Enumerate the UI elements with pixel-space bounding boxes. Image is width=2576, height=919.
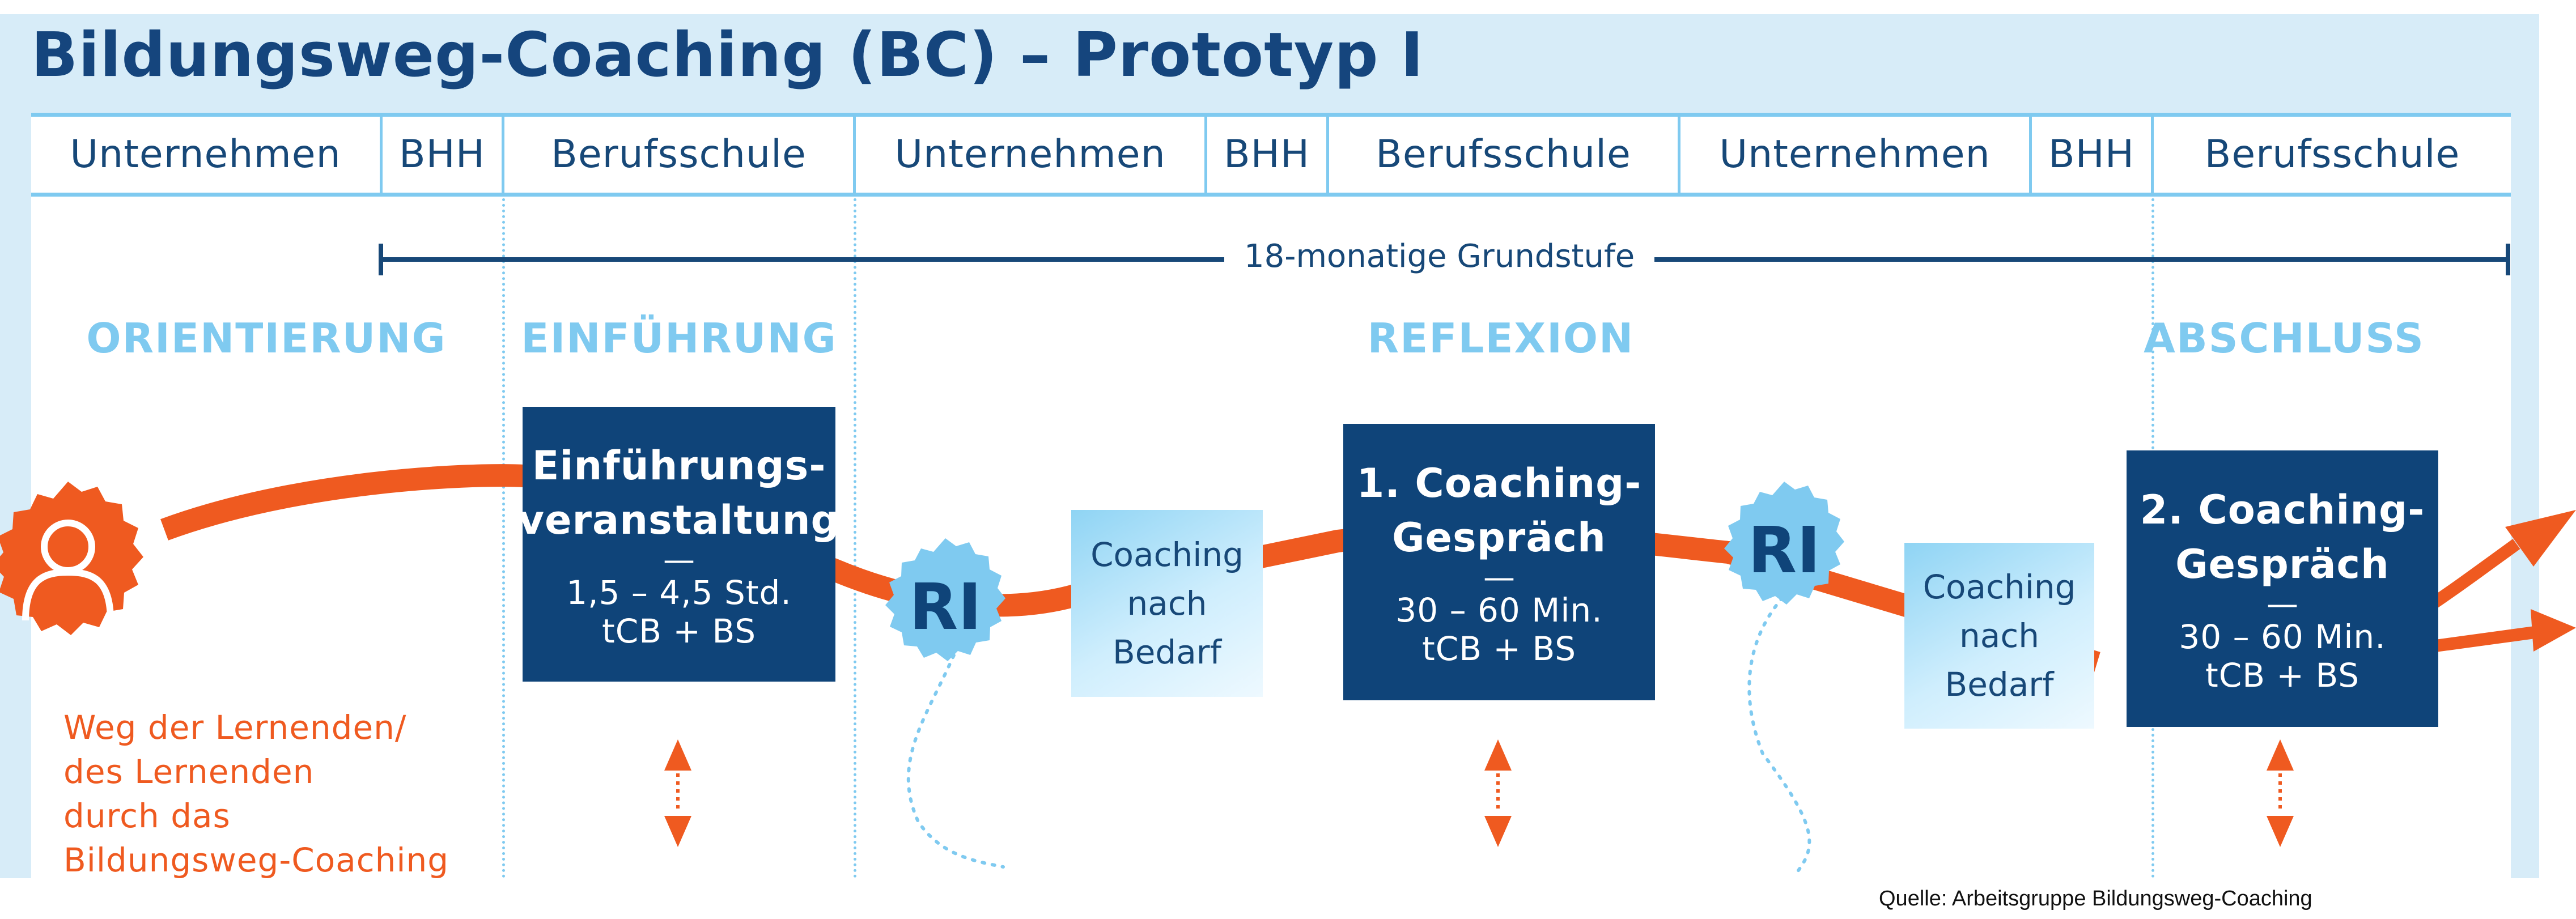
box-line2: nach (1959, 616, 2039, 655)
ri-dotted-trail (1747, 596, 1811, 874)
box-line2: nach (1127, 584, 1207, 623)
phase-orientierung: ORIENTIERUNG (86, 314, 447, 362)
source-credit: Quelle: Arbeitsgruppe Bildungsweg-Coachi… (1879, 887, 2312, 911)
box-detail-line2: tCB + BS (1421, 629, 1577, 668)
einfuehrung-box: Einführungs- veranstaltung — 1,5 – 4,5 S… (518, 407, 839, 682)
ri-label: RI (909, 571, 982, 644)
box-title-line1: 1. Coaching- (1356, 460, 1642, 507)
learner-path-label: Weg der Lernenden/ des Lernenden durch d… (63, 705, 449, 882)
phase-reflexion: REFLEXION (1367, 314, 1635, 362)
box-line1: Coaching (1090, 535, 1244, 574)
box-detail-line1: 30 – 60 Min. (2179, 618, 2386, 656)
ri-label: RI (1748, 514, 1820, 588)
box-line3: Bedarf (1112, 633, 1222, 671)
header-cell-bhh-2: BHH (1224, 132, 1310, 177)
header-divider (502, 116, 504, 193)
ri-badge: RI (1724, 482, 1844, 605)
box-line1: Coaching (1923, 568, 2076, 606)
header-divider (1678, 116, 1680, 193)
header-bottom-rule (31, 193, 2511, 197)
phase-divider (854, 193, 856, 878)
double-arrow-icon (1484, 739, 1512, 847)
header-divider (1204, 116, 1207, 193)
box-detail-line2: tCB + BS (2205, 656, 2360, 695)
box-title-line2: Gespräch (2175, 541, 2390, 588)
box-detail-line1: 30 – 60 Min. (1395, 591, 1603, 629)
header-cell-unternehmen-2: Unternehmen (894, 132, 1166, 177)
phase-divider (502, 193, 505, 878)
header-cell-unternehmen-3: Unternehmen (1719, 132, 1991, 177)
header-cell-berufsschule-1: Berufsschule (551, 132, 807, 177)
box-title-line2: Gespräch (1392, 514, 1606, 561)
learner-path-line1: Weg der Lernenden/ (63, 708, 407, 747)
ri-dotted-trail (906, 644, 1005, 869)
header-divider (380, 116, 383, 193)
phase-einfuehrung: EINFÜHRUNG (521, 314, 837, 362)
header-cell-berufsschule-3: Berufsschule (2204, 132, 2460, 177)
header-divider (1326, 116, 1329, 193)
box-dash: — (663, 541, 695, 578)
coaching-nach-bedarf-box: Coaching nach Bedarf (1071, 510, 1263, 697)
learner-path-line2: des Lernenden (63, 752, 315, 791)
header-cell-bhh-3: BHH (2048, 132, 2134, 177)
double-arrow-icon (664, 739, 691, 847)
box-line3: Bedarf (1945, 665, 2054, 704)
double-arrow-icon (2267, 739, 2294, 847)
header-cell-bhh-1: BHH (399, 132, 485, 177)
box-detail-line1: 1,5 – 4,5 Std. (566, 573, 792, 612)
person-icon (0, 482, 143, 635)
box-detail-line2: tCB + BS (601, 611, 757, 650)
header-divider (2151, 116, 2154, 193)
header-cell-berufsschule-2: Berufsschule (1376, 132, 1631, 177)
timeline-label: 18-monatige Grundstufe (1224, 238, 1655, 275)
ri-badge: RI (885, 538, 1005, 661)
box-dash: — (2267, 586, 2298, 623)
learner-path-line4: Bildungsweg-Coaching (63, 841, 449, 879)
learner-path-line3: durch das (63, 797, 231, 835)
box-title-line2: veranstaltung (518, 496, 840, 543)
phase-abschluss: ABSCHLUSS (2144, 314, 2425, 362)
diagram-title: Bildungsweg-Coaching (BC) – Prototyp I (31, 20, 1424, 91)
box-title-line1: Einführungs- (532, 442, 826, 489)
coaching-gespraech-2-box: 2. Coaching- Gespräch — 30 – 60 Min. tCB… (2127, 450, 2438, 727)
box-title-line1: 2. Coaching- (2140, 487, 2425, 533)
header-cell-unternehmen-1: Unternehmen (70, 132, 341, 177)
header-top-rule (31, 113, 2511, 117)
coaching-gespraech-1-box: 1. Coaching- Gespräch — 30 – 60 Min. tCB… (1343, 424, 1655, 700)
coaching-nach-bedarf-box: Coaching nach Bedarf (1904, 543, 2094, 729)
header-divider (2029, 116, 2032, 193)
box-dash: — (1483, 559, 1515, 596)
header-divider (853, 116, 856, 193)
